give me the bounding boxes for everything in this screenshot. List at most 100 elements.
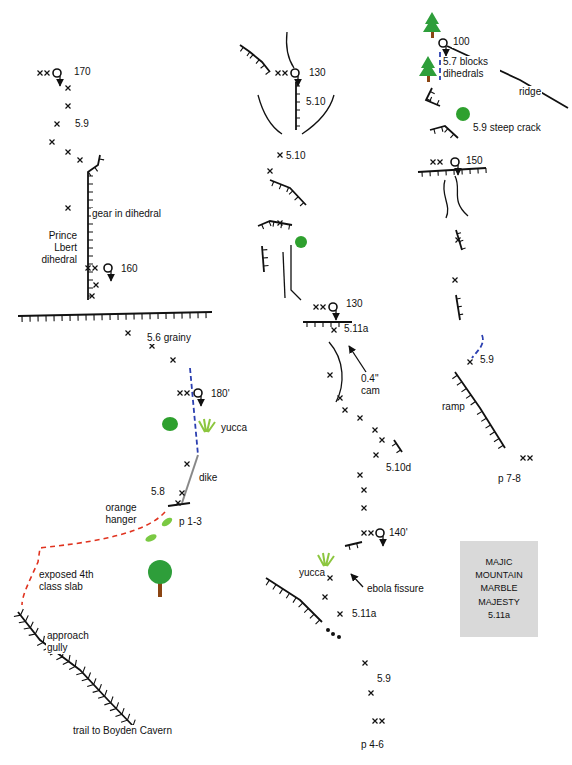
- rock-edge: [287, 32, 294, 68]
- bolt-mark: [373, 428, 378, 433]
- bush: [456, 107, 470, 121]
- route-label: yucca: [220, 422, 248, 434]
- bush: [295, 236, 307, 248]
- bolt-mark: [468, 360, 473, 365]
- bolt-mark: [126, 331, 131, 336]
- bolt-mark: [66, 206, 71, 211]
- bolt-mark: [438, 160, 443, 165]
- bolt-mark: [268, 169, 273, 174]
- bolt-mark: [373, 719, 378, 724]
- rock-edge: [270, 180, 306, 205]
- crack: [455, 176, 468, 216]
- bolt-mark: [94, 283, 99, 288]
- bolt-mark: [528, 456, 533, 461]
- rappel-arrow: [110, 271, 111, 281]
- bolt-mark: [453, 278, 458, 283]
- pine-tree: [423, 12, 441, 32]
- gear-dots: [326, 628, 341, 639]
- bolt-mark: [323, 595, 328, 600]
- leaf: [160, 516, 173, 528]
- yucca-icons: [199, 419, 334, 566]
- bolt-mark: [93, 266, 98, 271]
- bolt-mark: [278, 221, 283, 226]
- rock-hatching: [88, 159, 104, 296]
- bolt-mark: [171, 358, 176, 363]
- route-label: 5.7 blocks dihedrals: [442, 56, 500, 80]
- route-label: ebola fissure: [366, 583, 425, 595]
- route-label: ramp: [441, 401, 466, 413]
- rock-edge: [240, 45, 270, 72]
- route-label: 130: [345, 298, 364, 310]
- bolt-mark: [374, 453, 379, 458]
- bolts: [38, 71, 533, 724]
- route-label: 5.10: [285, 150, 306, 162]
- leader-line: [349, 346, 366, 372]
- anchor-ring: [53, 69, 61, 77]
- anchor-ring: [104, 264, 112, 272]
- route-label: 140': [388, 527, 409, 539]
- bolt-mark: [90, 294, 95, 299]
- rock-edge: [258, 95, 282, 134]
- route-label: 130: [308, 67, 327, 79]
- bolt-mark: [362, 488, 367, 493]
- rock-edge: [430, 126, 458, 138]
- rock-hatching: [434, 127, 454, 138]
- bolt-mark: [38, 71, 43, 76]
- bolt-mark: [185, 462, 190, 467]
- bolt-mark: [176, 501, 181, 506]
- route-label: approach gully: [46, 630, 102, 654]
- route-title-box: MAJIC MOUNTAIN MARBLE MAJESTY 5.11a: [460, 541, 538, 637]
- bolt-mark: [283, 71, 288, 76]
- gear-dot: [326, 628, 330, 632]
- yucca-icon: [199, 419, 215, 432]
- pine-tree: [419, 56, 437, 76]
- rappel-arrow: [59, 76, 60, 86]
- rock-hatching: [392, 443, 401, 452]
- rock-hatching: [457, 298, 463, 314]
- bolt-mark: [45, 71, 50, 76]
- bolt-mark: [369, 531, 374, 536]
- rock-edge: [295, 82, 297, 130]
- rock-hatching: [296, 86, 300, 126]
- yucca-icon: [318, 553, 334, 566]
- tree-trunk: [158, 582, 162, 597]
- bolt-mark: [276, 71, 281, 76]
- route-label: p 1-3: [178, 516, 203, 528]
- anchors: [53, 39, 459, 546]
- route-label: p 4-6: [360, 739, 385, 751]
- gear-dot: [337, 635, 341, 639]
- bolt-mark: [362, 506, 367, 511]
- bolt-mark: [66, 104, 71, 109]
- bolt-mark: [521, 456, 526, 461]
- bolt-mark: [185, 391, 190, 396]
- bolt-mark: [278, 153, 283, 158]
- crack: [283, 252, 285, 298]
- route-label: 5.11a: [351, 608, 377, 620]
- route-label: 5.10: [305, 96, 326, 108]
- route-label: p 7-8: [497, 473, 522, 485]
- trees: [148, 12, 441, 597]
- route-label: 160: [120, 263, 139, 275]
- route-label: 5.6 grainy: [146, 332, 192, 344]
- anchor-ring: [451, 158, 459, 166]
- bolt-mark: [178, 391, 183, 396]
- bolt-mark: [343, 408, 348, 413]
- bolt-mark: [78, 158, 83, 163]
- bolt-mark: [55, 122, 60, 127]
- route-label: gear in dihedral: [91, 208, 162, 220]
- bolt-mark: [380, 438, 385, 443]
- route-label: 170: [73, 66, 92, 78]
- rock-edge: [258, 221, 292, 226]
- route-label: 5.10d: [385, 462, 412, 474]
- rock-lines: [168, 32, 568, 587]
- rappel-arrow: [445, 46, 446, 56]
- bolt-mark: [150, 344, 155, 349]
- bolt-mark: [66, 150, 71, 155]
- rock-hatching: [262, 221, 290, 229]
- route-label: 0.4" cam: [360, 373, 396, 397]
- bolt-mark: [362, 531, 367, 536]
- bolt-mark: [363, 661, 368, 666]
- route-label: 5.9: [74, 118, 90, 130]
- anchor-ring: [439, 39, 447, 47]
- bolt-mark: [50, 140, 55, 145]
